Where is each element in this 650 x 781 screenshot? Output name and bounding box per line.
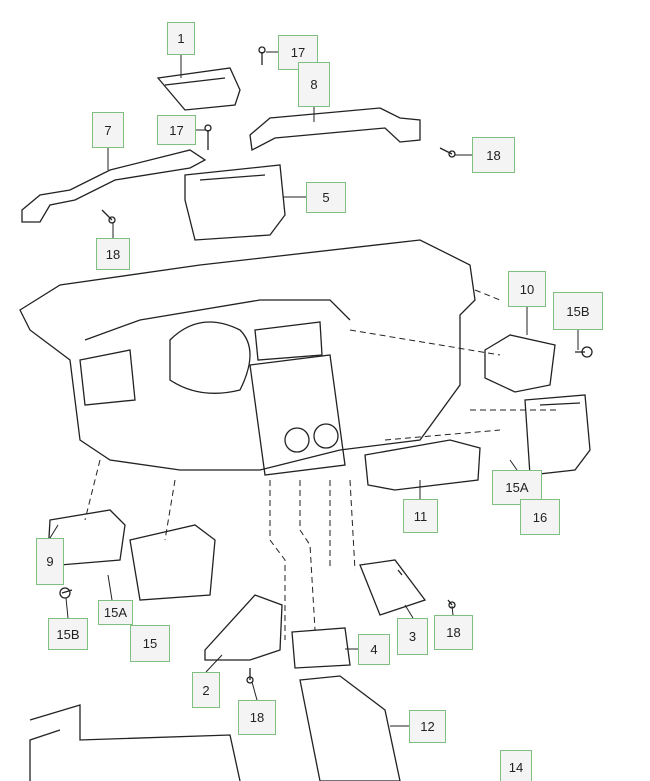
vent-trim-part-15 (129, 524, 216, 601)
bracket-part-3 (359, 559, 427, 616)
vent-trim-part-16 (524, 394, 591, 476)
callout-4: 4 (358, 634, 390, 665)
callout-18: 18 (96, 238, 130, 270)
callout-16: 16 (520, 499, 560, 535)
dashed-alignment-lines (84, 289, 560, 640)
duct-part-8 (249, 107, 421, 152)
callout-15b: 15B (48, 618, 88, 650)
callout-18: 18 (238, 700, 276, 735)
callout-18: 18 (434, 615, 473, 650)
callout-9: 9 (36, 538, 64, 585)
callout-15a: 15A (98, 600, 133, 625)
duct-part-4 (291, 627, 351, 669)
callout-18: 18 (472, 137, 515, 173)
center-vent-part-5 (184, 164, 286, 241)
callout-5: 5 (306, 182, 346, 213)
callout-8: 8 (298, 62, 330, 107)
vent-part-11 (364, 439, 481, 491)
leader-lines (49, 51, 579, 770)
callout-10: 10 (508, 271, 546, 307)
callout-15b: 15B (553, 292, 603, 330)
center-vent-part-1 (156, 67, 241, 111)
callout-15: 15 (130, 625, 170, 662)
duct-part-7 (21, 149, 207, 223)
trim-part-2 (204, 594, 283, 661)
callout-1: 1 (167, 22, 195, 55)
callout-11: 11 (403, 499, 438, 533)
callout-12: 12 (409, 710, 446, 743)
dashboard (19, 239, 476, 476)
callout-14: 14 (500, 750, 532, 781)
callout-17: 17 (157, 115, 196, 145)
callout-3: 3 (397, 618, 428, 655)
callout-2: 2 (192, 672, 220, 708)
callout-7: 7 (92, 112, 124, 148)
duct-part-12 (299, 675, 401, 781)
lower-console-partial (29, 704, 241, 781)
vent-part-10 (484, 334, 556, 393)
